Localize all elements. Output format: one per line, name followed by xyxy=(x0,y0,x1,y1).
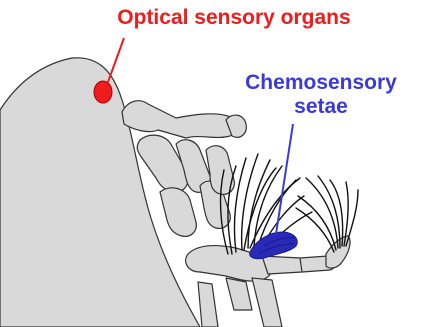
optical-sensory-organs-label: Optical sensory organs xyxy=(60,6,408,30)
chemosensory-setae-label: Chemosensory setae xyxy=(205,71,437,119)
antenna-segment xyxy=(160,188,196,237)
chemo-pointer-line xyxy=(276,124,293,234)
chemosensory-label-line1: Chemosensory xyxy=(205,71,437,95)
optical-organ xyxy=(94,81,112,103)
leg xyxy=(252,278,282,327)
optical-pointer-line xyxy=(108,38,124,82)
chemosensory-label-line2: setae xyxy=(205,95,437,119)
leg xyxy=(198,282,218,327)
leg xyxy=(226,278,252,310)
chemosensory-setae xyxy=(250,232,298,259)
